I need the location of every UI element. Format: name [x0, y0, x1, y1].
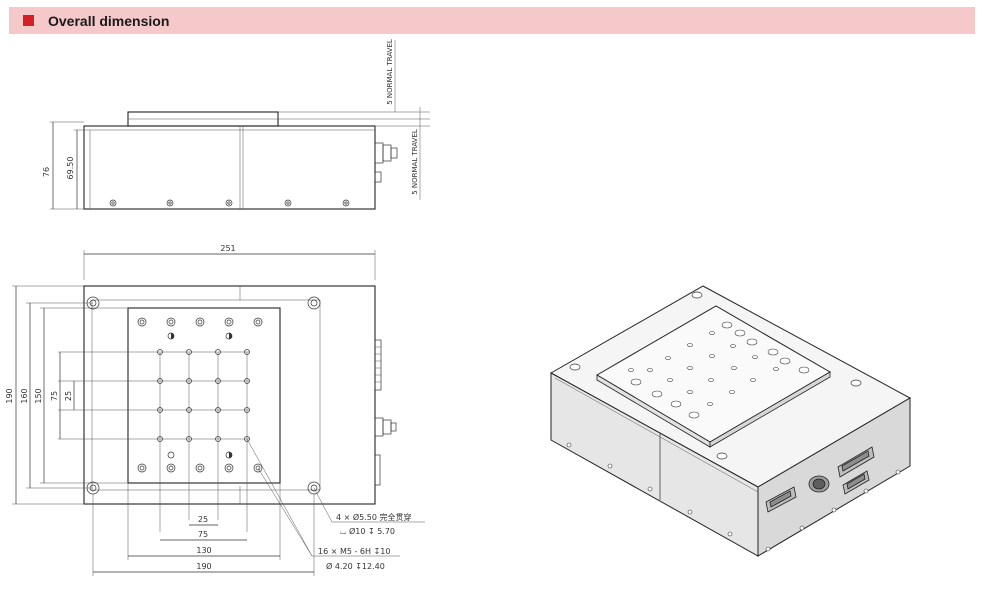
- dim-h-190: 190: [5, 388, 14, 403]
- dim-h-75: 75: [50, 391, 59, 401]
- dim-travel-top: 5 NORMAL TRAVEL: [386, 39, 394, 105]
- isometric-view: [549, 285, 912, 557]
- section-header: Overall dimension: [9, 7, 975, 34]
- dim-w-25: 25: [198, 515, 208, 524]
- top-view: 251: [5, 244, 425, 576]
- dim-h-25: 25: [64, 391, 73, 401]
- note-through-holes: 4 × Ø5.50 完全贯穿: [336, 512, 412, 522]
- dim-w-190: 190: [196, 562, 211, 571]
- dim-w-130: 130: [196, 546, 211, 555]
- note-tapped-holes: 16 × M5 - 6H ↧10: [318, 547, 390, 556]
- dim-h-150: 150: [34, 388, 43, 403]
- dim-height-body: 69.50: [66, 157, 75, 180]
- dim-width-overall: 251: [220, 244, 235, 253]
- note-drill-depth: Ø 4.20 ↧12.40: [326, 561, 385, 571]
- dim-travel-bottom: 5 NORMAL TRAVEL: [411, 129, 419, 195]
- dim-w-75: 75: [198, 530, 208, 539]
- dim-height-total: 76: [42, 167, 51, 177]
- section-title: Overall dimension: [48, 12, 170, 29]
- section-marker-icon: [23, 15, 34, 26]
- side-view: 76 69.50 5 NORMAL TRAVEL 5 NORMAL TRAVEL: [42, 39, 430, 210]
- dim-h-160: 160: [20, 388, 29, 403]
- note-counterbore: ⌴ Ø10 ↧ 5.70: [340, 526, 395, 536]
